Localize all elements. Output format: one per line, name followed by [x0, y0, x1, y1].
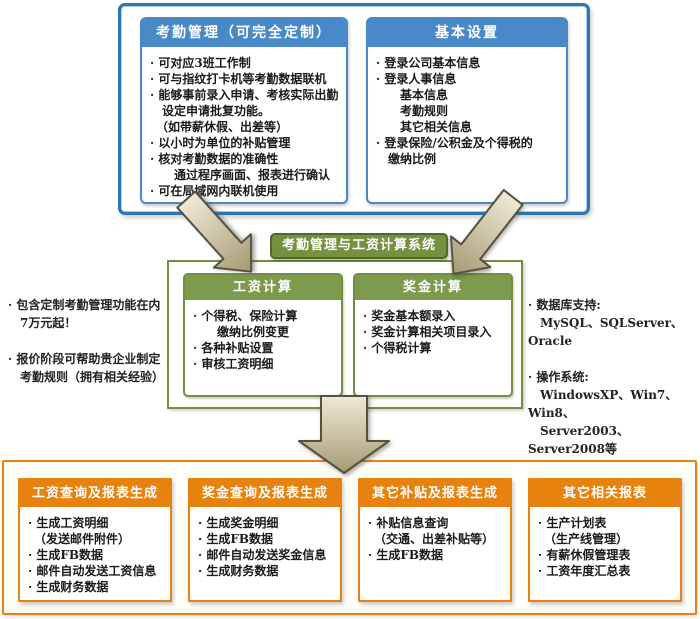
- other-report-list: · 生产计划表 （生产线管理） · 有薪休假管理表 · 工资年度汇总表: [538, 516, 631, 578]
- bonus-calculation-list: · 奖金基本额录入 · 奖金计算相关项目录入 · 个得税计算: [363, 309, 492, 355]
- environment-note: · 数据库支持: MySQL、SQLServer、Oracle · 操作系统: …: [528, 298, 683, 456]
- basic-settings-box: 基本设置 · 登录公司基本信息 · 登录人事信息 基本信息 考勤规则 其它相关信…: [366, 17, 568, 204]
- flow-arrow-down-left-icon: [449, 188, 524, 275]
- subsidy-report-list: · 补贴信息查询 （交通、出差补贴等） · 生成FB数据: [368, 516, 495, 562]
- attendance-management-header: 考勤管理（可完全定制）: [142, 19, 346, 47]
- pricing-note: · 包含定制考勤管理功能在内 7万元起！ · 报价阶段可帮助贵企业制定 考勤规则…: [8, 298, 165, 384]
- basic-settings-header: 基本设置: [368, 19, 566, 47]
- subsidy-report-header: 其它补贴及报表生成: [360, 480, 510, 507]
- calculation-panel: 工资计算 · 个得税、保险计算 缴纳比例变更 · 各种补贴设置 · 审核工资明细…: [167, 260, 523, 409]
- bonus-calculation-header: 奖金计算: [355, 275, 511, 300]
- bonus-report-list: · 生成奖金明细 · 生成FB数据 · 邮件自动发送奖金信息 · 生成财务数据: [198, 516, 327, 578]
- flow-arrow-down-icon: [298, 395, 390, 474]
- salary-calculation-box: 工资计算 · 个得税、保险计算 缴纳比例变更 · 各种补贴设置 · 审核工资明细: [183, 273, 343, 397]
- basic-settings-list: · 登录公司基本信息 · 登录人事信息 基本信息 考勤规则 其它相关信息 · 登…: [376, 56, 533, 166]
- flow-arrow-down-right-icon: [176, 190, 253, 273]
- bonus-report-header: 奖金查询及报表生成: [190, 480, 340, 507]
- other-report-header: 其它相关报表: [530, 480, 680, 507]
- attendance-management-list: · 可对应3班工作制 · 可与指纹打卡机等考勤数据联机 · 能够事前录入申请、考…: [150, 56, 339, 198]
- subsidy-report-box: 其它补贴及报表生成 · 补贴信息查询 （交通、出差补贴等） · 生成FB数据: [358, 478, 512, 602]
- salary-calculation-header: 工资计算: [185, 275, 341, 300]
- salary-report-header: 工资查询及报表生成: [20, 480, 170, 507]
- other-report-box: 其它相关报表 · 生产计划表 （生产线管理） · 有薪休假管理表 · 工资年度汇…: [528, 478, 682, 602]
- salary-report-box: 工资查询及报表生成 · 生成工资明细 （发送邮件附件） · 生成FB数据 · 邮…: [18, 478, 172, 602]
- attendance-management-box: 考勤管理（可完全定制） · 可对应3班工作制 · 可与指纹打卡机等考勤数据联机 …: [140, 17, 348, 204]
- top-features-panel: 考勤管理（可完全定制） · 可对应3班工作制 · 可与指纹打卡机等考勤数据联机 …: [118, 3, 590, 215]
- bonus-report-box: 奖金查询及报表生成 · 生成奖金明细 · 生成FB数据 · 邮件自动发送奖金信息…: [188, 478, 342, 602]
- salary-report-list: · 生成工资明细 （发送邮件附件） · 生成FB数据 · 邮件自动发送工资信息 …: [28, 516, 157, 594]
- reports-panel: 工资查询及报表生成 · 生成工资明细 （发送邮件附件） · 生成FB数据 · 邮…: [2, 460, 697, 615]
- bonus-calculation-box: 奖金计算 · 奖金基本额录入 · 奖金计算相关项目录入 · 个得税计算: [353, 273, 513, 397]
- salary-calculation-list: · 个得税、保险计算 缴纳比例变更 · 各种补贴设置 · 审核工资明细: [193, 309, 298, 371]
- system-title-label: 考勤管理与工资计算系统: [270, 233, 448, 259]
